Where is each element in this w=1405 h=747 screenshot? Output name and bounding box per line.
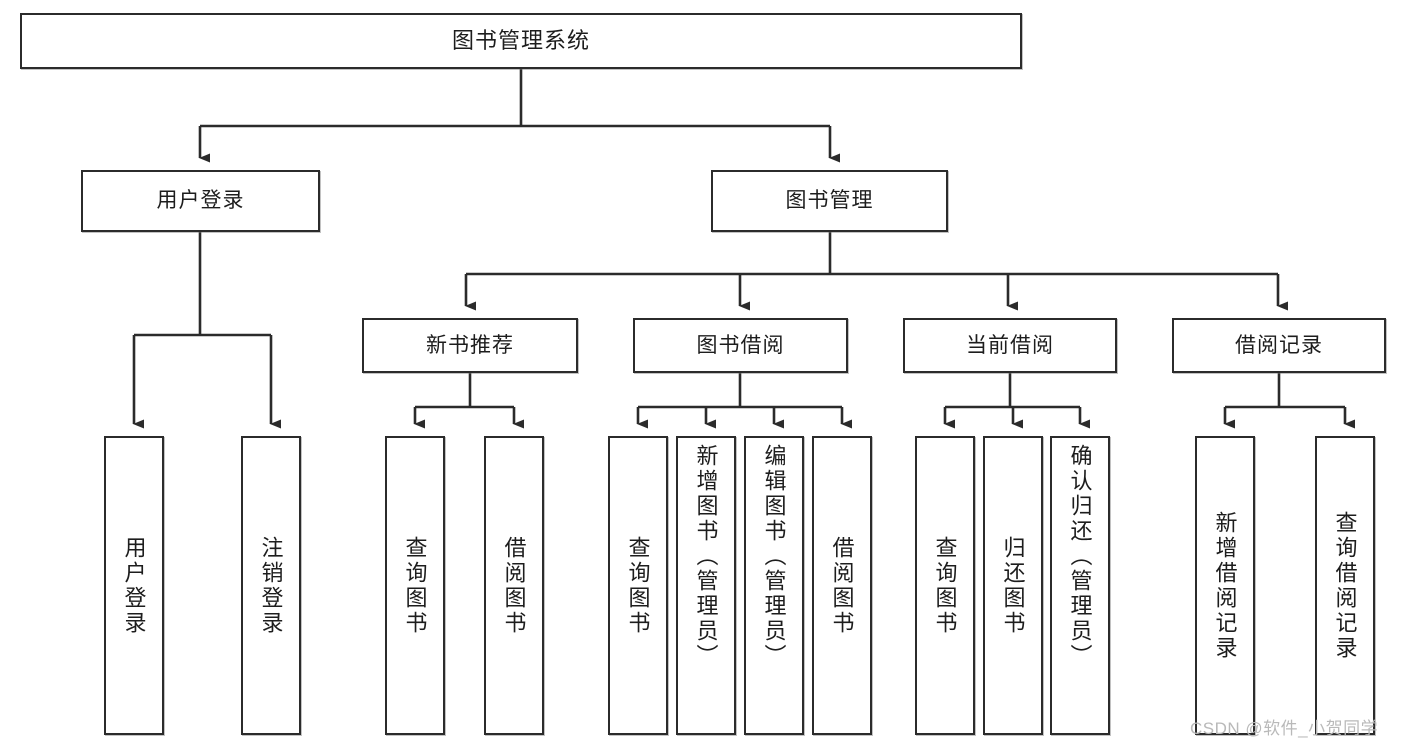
node-book-management[interactable]: 图书管理	[711, 170, 948, 232]
node-new-book-recommend[interactable]: 新书推荐	[362, 318, 578, 373]
leaf-query-book-borrow[interactable]: 查询图书	[608, 436, 668, 735]
leaf-query-book-recommend[interactable]: 查询图书	[385, 436, 445, 735]
leaf-query-book-current[interactable]: 查询图书	[915, 436, 975, 735]
node-user-login[interactable]: 用户登录	[81, 170, 320, 232]
leaf-edit-book-admin[interactable]: 编辑图书（管理员）	[744, 436, 804, 735]
leaf-lend-book[interactable]: 借阅图书	[812, 436, 872, 735]
node-borrow-records[interactable]: 借阅记录	[1172, 318, 1386, 373]
watermark-text: CSDN @软件_小贺同学	[1190, 719, 1379, 738]
leaf-add-book-admin[interactable]: 新增图书（管理员）	[676, 436, 736, 735]
node-current-borrow[interactable]: 当前借阅	[903, 318, 1117, 373]
leaf-return-book[interactable]: 归还图书	[983, 436, 1043, 735]
leaf-user-logout[interactable]: 注销登录	[241, 436, 301, 735]
leaf-query-borrow-record[interactable]: 查询借阅记录	[1315, 436, 1375, 735]
node-root-system[interactable]: 图书管理系统	[20, 13, 1022, 69]
leaf-confirm-return-admin[interactable]: 确认归还（管理员）	[1050, 436, 1110, 735]
leaf-add-borrow-record[interactable]: 新增借阅记录	[1195, 436, 1255, 735]
leaf-user-login[interactable]: 用户登录	[104, 436, 164, 735]
leaf-borrow-book-recommend[interactable]: 借阅图书	[484, 436, 544, 735]
node-book-borrow[interactable]: 图书借阅	[633, 318, 848, 373]
